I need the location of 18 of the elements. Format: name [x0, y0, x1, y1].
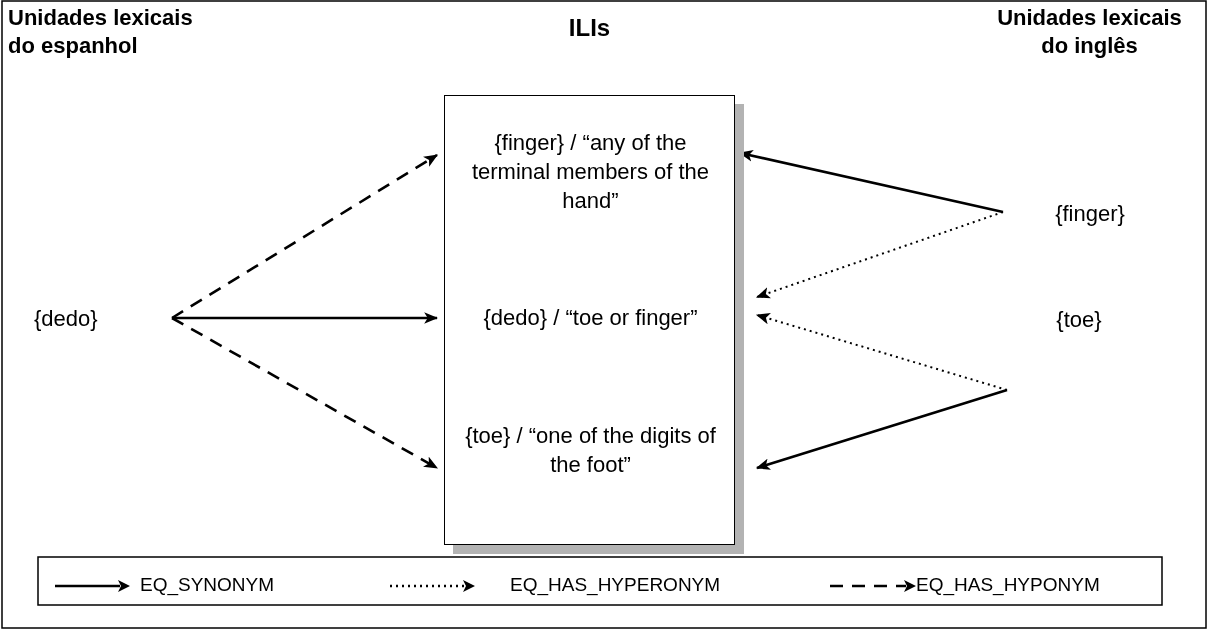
arrow — [172, 312, 439, 324]
lexical-unit: {dedo} — [33, 304, 99, 333]
arrow — [755, 313, 1008, 391]
arrow — [755, 211, 1004, 299]
column-heading: Unidades lexicais do espanhol — [8, 4, 194, 60]
concept-text: {finger} / “any of the terminal members of the hand” — [470, 129, 711, 215]
concept-text: {dedo} / “toe or finger” — [482, 303, 699, 332]
lexical-unit: {toe} — [1055, 305, 1103, 334]
concept-text: {toe} / “one of the digits of the foot” — [464, 422, 717, 479]
legend-label: EQ_SYNONYM — [140, 574, 275, 596]
legend-label: EQ_HAS_HYPONYM — [916, 574, 1100, 596]
legend-label: EQ_HAS_HYPERONYM — [510, 574, 721, 596]
arrow — [171, 316, 438, 470]
column-heading: Unidades lexicais do inglês — [996, 4, 1183, 60]
arrow — [171, 153, 438, 320]
arrow — [755, 388, 1008, 470]
column-heading: ILIs — [567, 14, 612, 42]
lexical-unit: {finger} — [1054, 199, 1126, 228]
